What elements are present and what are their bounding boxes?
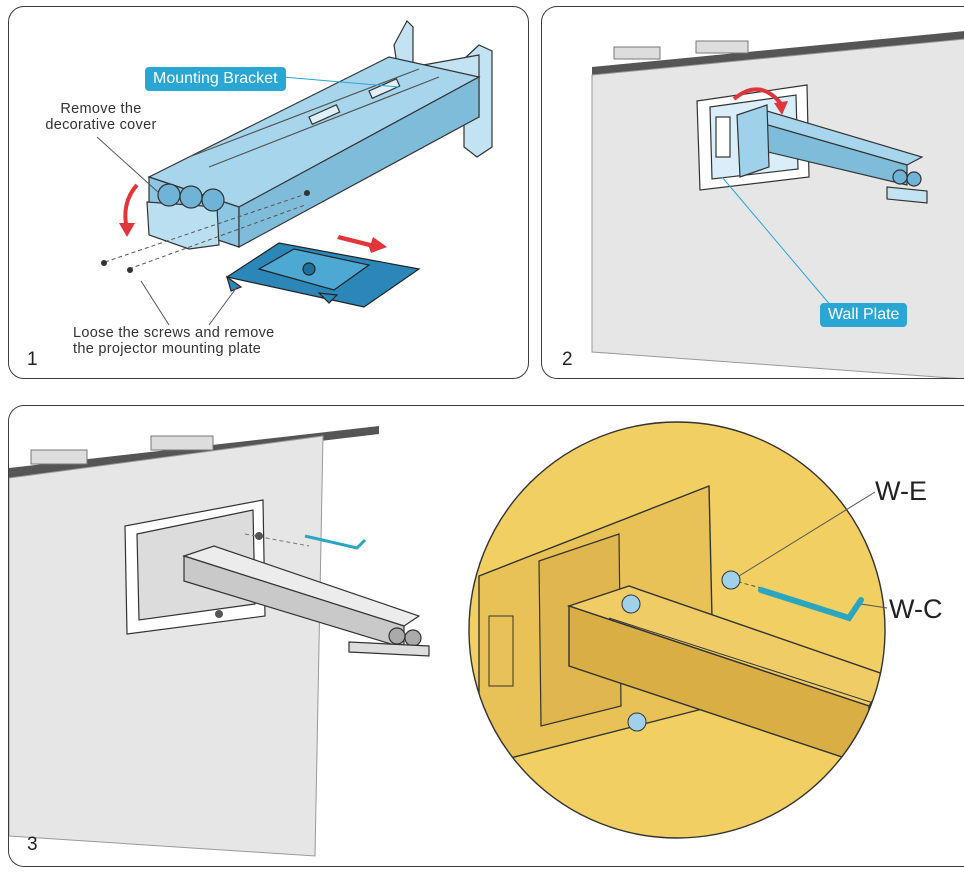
ceiling bbox=[592, 31, 964, 75]
rotate-arrow bbox=[123, 183, 139, 230]
leader-line bbox=[140, 280, 170, 326]
wall bbox=[9, 435, 324, 857]
step-2-illustration bbox=[591, 31, 964, 378]
decorative-cover bbox=[146, 183, 225, 250]
leader-line bbox=[721, 176, 833, 308]
screw-path bbox=[128, 204, 306, 270]
rotate-arrow-head bbox=[774, 101, 788, 115]
step-1-illustration bbox=[96, 20, 493, 326]
leader-line bbox=[738, 491, 876, 577]
hex-wrench bbox=[758, 587, 864, 622]
bracket-arm-small bbox=[182, 545, 430, 657]
screw-path bbox=[104, 192, 310, 263]
zoom-circle-outline bbox=[468, 421, 886, 839]
projector-mounting-plate bbox=[225, 242, 421, 308]
screw bbox=[304, 190, 310, 196]
remove-cover-note: Remove the decorative cover bbox=[45, 101, 157, 133]
screw-with-washer bbox=[621, 570, 741, 732]
rotate-arrow bbox=[732, 87, 784, 107]
mounting-bracket-callout: Mounting Bracket bbox=[145, 67, 286, 91]
leader-line bbox=[208, 286, 238, 326]
loose-screws-note: Loose the screws and remove the projecto… bbox=[73, 325, 275, 357]
ceiling bbox=[9, 426, 379, 478]
step-number: 3 bbox=[27, 834, 38, 855]
step-3-illustration bbox=[9, 421, 888, 857]
screw bbox=[255, 532, 263, 540]
we-label: W-E bbox=[875, 476, 927, 506]
rotate-arrow-head bbox=[119, 223, 135, 237]
step-1-panel: Mounting Bracket Remove the decorative c… bbox=[8, 6, 529, 379]
step-2-panel: Wall Plate 2 bbox=[541, 6, 964, 379]
wc-label: W-C bbox=[889, 594, 943, 624]
leader-line bbox=[282, 76, 400, 88]
step-number: 2 bbox=[562, 349, 573, 370]
screw bbox=[127, 267, 133, 273]
wall bbox=[591, 38, 964, 378]
hex-wrench-small bbox=[304, 534, 367, 550]
leader-line bbox=[96, 136, 160, 194]
wall-plate-callout: Wall Plate bbox=[820, 303, 908, 327]
slide-arrow bbox=[337, 235, 387, 253]
leader-line bbox=[860, 603, 888, 609]
screw bbox=[215, 610, 223, 618]
bracket-arm bbox=[736, 104, 928, 204]
screw bbox=[101, 260, 107, 266]
zoom-detail bbox=[469, 422, 885, 838]
step-3-panel: W-E W-C 3 bbox=[8, 405, 964, 867]
step-number: 1 bbox=[27, 349, 38, 370]
